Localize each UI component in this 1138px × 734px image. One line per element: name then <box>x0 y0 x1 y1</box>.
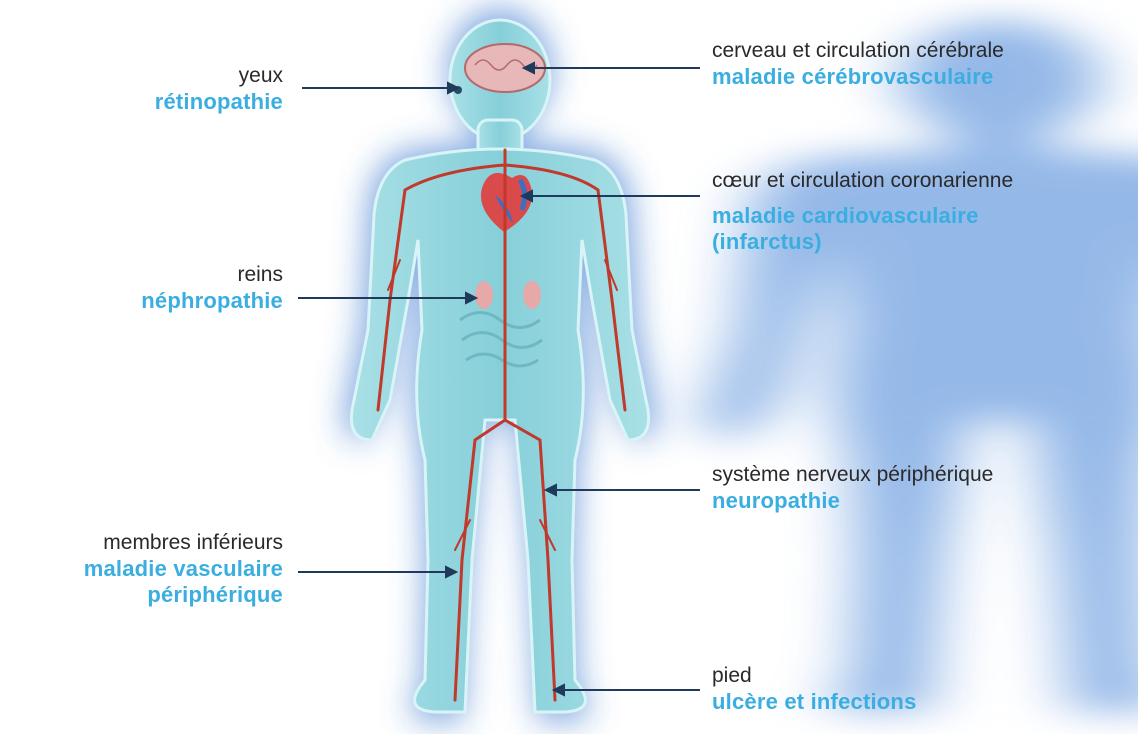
disease-neuropathy: neuropathie <box>712 488 993 514</box>
organ-eyes: yeux <box>155 63 283 89</box>
label-nerves: système nerveux périphérique neuropathie <box>712 462 993 514</box>
disease-retinopathy: rétinopathie <box>155 89 283 115</box>
organ-foot: pied <box>712 663 917 689</box>
label-kidneys: reins néphropathie <box>141 262 283 314</box>
kidney-icon <box>475 281 493 309</box>
kidney-icon-right <box>523 281 541 309</box>
label-brain: cerveau et circulation cérébrale maladie… <box>712 38 1004 90</box>
body-glow <box>703 20 1138 712</box>
disease-cardiovascular-line2: (infarctus) <box>712 229 1132 255</box>
organ-kidneys: reins <box>141 262 283 288</box>
body-silhouette <box>351 20 648 712</box>
label-heart: cœur et circulation coronarienne maladie… <box>712 168 1132 255</box>
organ-heart: cœur et circulation coronarienne <box>712 168 1132 194</box>
label-eyes: yeux rétinopathie <box>155 63 283 115</box>
organ-lower-limbs: membres inférieurs <box>84 530 283 556</box>
disease-nephropathy: néphropathie <box>141 288 283 314</box>
disease-cardiovascular: maladie cardiovasculaire <box>712 203 1132 229</box>
organ-brain: cerveau et circulation cérébrale <box>712 38 1004 64</box>
disease-peripheral-vascular-line2: périphérique <box>84 582 283 608</box>
organ-peripheral-nervous-system: système nerveux périphérique <box>712 462 993 488</box>
disease-ulcer-infections: ulcère et infections <box>712 689 917 715</box>
disease-peripheral-vascular: maladie vasculaire <box>84 556 283 582</box>
disease-cerebrovascular: maladie cérébrovasculaire <box>712 64 1004 90</box>
label-lower-limbs: membres inférieurs maladie vasculaire pé… <box>84 530 283 608</box>
label-foot: pied ulcère et infections <box>712 663 917 715</box>
